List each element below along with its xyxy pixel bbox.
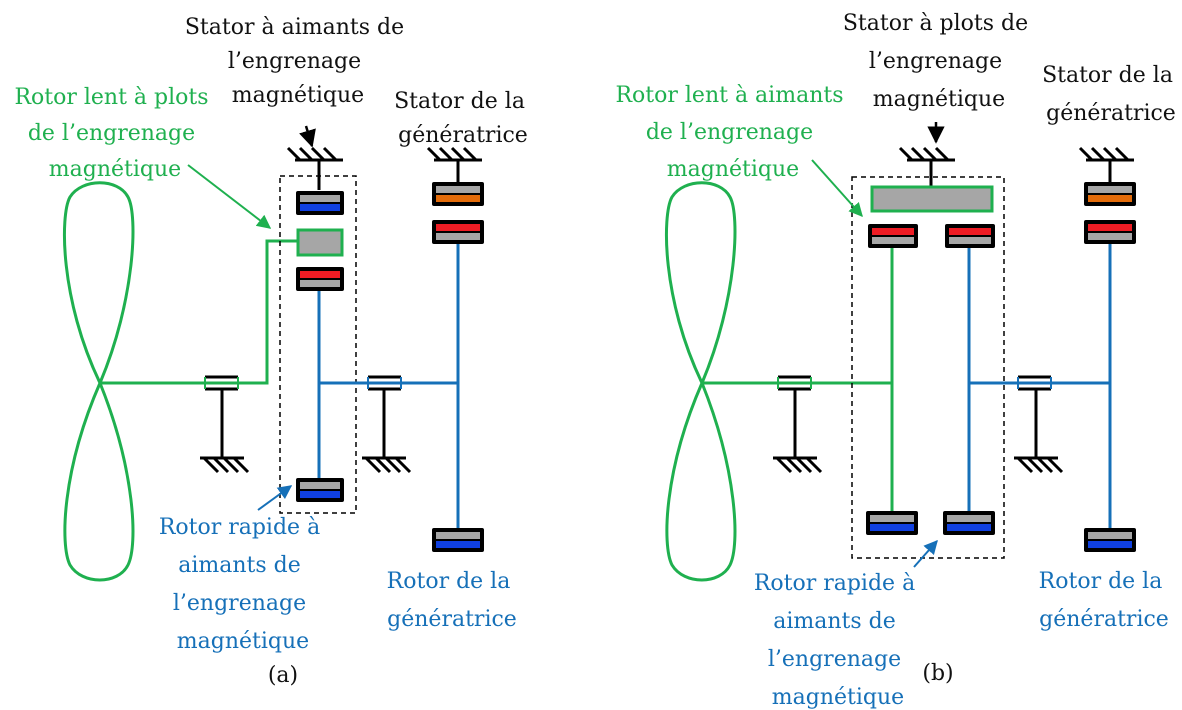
slow-rotor-magnets-upper bbox=[868, 224, 918, 248]
label-generator-rotor-a: Rotor de la génératrice bbox=[387, 569, 518, 632]
caption-a: (a) bbox=[268, 663, 298, 688]
fast-shaft bbox=[317, 244, 460, 528]
label-generator-stator-a: Stator de la génératrice bbox=[394, 89, 532, 148]
fast-rotor-magnets-lower bbox=[943, 511, 995, 535]
generator-rotor-lower bbox=[1084, 528, 1136, 552]
arrow-fast-rotor bbox=[913, 539, 938, 568]
arrow-slow-rotor bbox=[811, 159, 863, 218]
generator-rotor-upper bbox=[1084, 220, 1136, 244]
fast-shaft bbox=[967, 244, 1112, 528]
fast-rotor-magnets-lower bbox=[296, 478, 344, 502]
bearing-2 bbox=[1014, 375, 1064, 474]
generator-rotor-upper bbox=[432, 220, 484, 244]
label-stator-pole-pieces: Stator à plots de l’engrenage magnétique bbox=[843, 11, 1035, 112]
turbine-blades bbox=[62, 181, 135, 582]
ground-gear-stator bbox=[286, 146, 343, 190]
label-generator-rotor-b: Rotor de la génératrice bbox=[1039, 569, 1170, 632]
label-stator-magnets: Stator à aimants de l’engrenage magnétiq… bbox=[185, 15, 411, 108]
label-fast-rotor-b: Rotor rapide à aimants de l’engrenage ma… bbox=[754, 571, 922, 710]
magnetic-gear-box bbox=[851, 176, 1005, 559]
slow-rotor-magnets-lower bbox=[866, 511, 918, 535]
generator-rotor-lower bbox=[432, 528, 484, 552]
arrow-slow-rotor bbox=[187, 164, 272, 229]
generator-stator bbox=[432, 182, 484, 206]
bearing-2 bbox=[362, 375, 412, 474]
label-slow-rotor-a: Rotor lent à plots de l’engrenage magnét… bbox=[14, 85, 215, 182]
slow-rotor-pole-piece bbox=[296, 228, 344, 257]
fast-rotor-magnets-upper bbox=[945, 224, 995, 248]
label-fast-rotor-a: Rotor rapide à aimants de l’engrenage ma… bbox=[159, 515, 327, 654]
arrow-stator-magnets bbox=[299, 125, 316, 148]
bearing-1 bbox=[200, 375, 250, 474]
bearing-1 bbox=[773, 375, 823, 474]
label-slow-rotor-b: Rotor lent à aimants de l’engrenage magn… bbox=[615, 83, 850, 182]
ground-generator-stator bbox=[1078, 146, 1134, 182]
slow-shaft bbox=[702, 248, 894, 511]
label-generator-stator-b: Stator de la génératrice bbox=[1042, 63, 1180, 126]
fast-rotor-magnets-upper bbox=[296, 267, 344, 291]
ground-generator-stator bbox=[426, 146, 482, 182]
caption-b: (b) bbox=[922, 661, 953, 686]
arrow-fast-rotor bbox=[257, 485, 293, 511]
gear-stator-pole-pieces bbox=[870, 185, 994, 213]
diagram-a: Stator à aimants de l’engrenage magnétiq… bbox=[14, 15, 532, 688]
magnetic-gear-box bbox=[279, 175, 357, 514]
generator-stator bbox=[1084, 182, 1136, 206]
gear-stator-magnets bbox=[296, 191, 344, 215]
ground-gear-stator bbox=[898, 146, 955, 186]
slow-shaft bbox=[100, 239, 298, 385]
turbine-blades bbox=[664, 181, 737, 582]
diagram-b: Stator à plots de l’engrenage magnétique… bbox=[615, 11, 1180, 710]
